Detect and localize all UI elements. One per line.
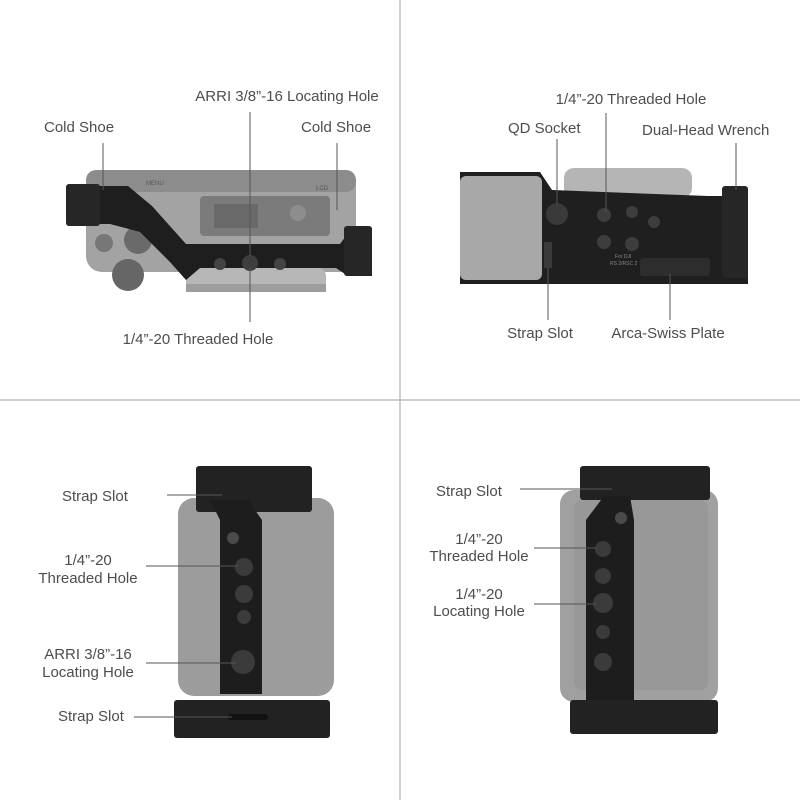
arca-swiss-plate [640,258,710,276]
label-arri-locating-hole: ARRI 3/8”-16 Locating Hole [195,88,378,105]
arri-hole [242,255,258,271]
label-threaded-hole: 1/4”-20 Threaded Hole [123,331,274,348]
cage-side-view-left [174,466,330,738]
label-locating-br-line1: 1/4”-20 [455,586,503,603]
dual-head-wrench [722,186,748,278]
label-arri-bl-line1: ARRI 3/8”-16 [44,646,132,663]
label-arca-swiss-plate: Arca-Swiss Plate [611,325,724,342]
camera-mark-menu: MENU [146,181,164,187]
threaded-hole-br [595,541,611,557]
strap-slot-shape [544,242,552,268]
label-dual-head-wrench: Dual-Head Wrench [642,122,769,139]
label-cold-shoe-left: Cold Shoe [44,119,114,136]
locating-hole-br [593,593,613,613]
plate-mark-rs: RS 2/RSC 2 [610,261,637,267]
camera-mark-lcd: LCD [316,186,329,192]
threaded-hole-right [274,258,286,270]
threaded-hole-bl-1 [235,558,253,576]
label-threaded-br-line2: Threaded Hole [429,548,528,565]
camera-side-view-right [560,490,718,702]
label-strap-slot-br: Strap Slot [436,483,503,500]
threaded-hole-left [214,258,226,270]
qd-socket [546,203,568,225]
panel-top-right: For DJI RS 2/RSC 2 1/4”-20 Threaded Hole… [460,91,769,342]
panel-top-left: MENU LCD Cold Shoe ARRI 3/8”-16 Locating… [44,88,379,348]
cage-side-view-right [570,466,718,734]
panel-bottom-left: Strap Slot 1/4”-20 Threaded Hole ARRI 3/… [38,466,334,738]
label-threaded-br-line1: 1/4”-20 [455,531,503,548]
camera-grip-area [460,176,542,280]
strap-slot-bl [228,714,268,720]
label-strap-slot-tr: Strap Slot [507,325,574,342]
plate-mark-dji: For DJI [615,254,631,260]
arri-hole-bl [231,650,255,674]
label-arri-bl-line2: Locating Hole [42,664,134,681]
label-threaded-hole-bl-line1: 1/4”-20 [64,552,112,569]
label-cold-shoe-right: Cold Shoe [301,119,371,136]
label-threaded-hole-tr: 1/4”-20 Threaded Hole [556,91,707,108]
label-threaded-hole-bl-line2: Threaded Hole [38,570,137,587]
label-qd-socket: QD Socket [508,120,581,137]
label-locating-br-line2: Locating Hole [433,603,525,620]
panel-bottom-right: Strap Slot 1/4”-20 Threaded Hole 1/4”-20… [429,466,718,734]
camera-bottom-view [564,168,692,198]
cage-bottom-view: For DJI RS 2/RSC 2 [460,172,748,284]
label-strap-slot-bl-bottom: Strap Slot [58,708,125,725]
cage-top-view [66,184,372,280]
label-strap-slot-bl-top: Strap Slot [62,488,129,505]
